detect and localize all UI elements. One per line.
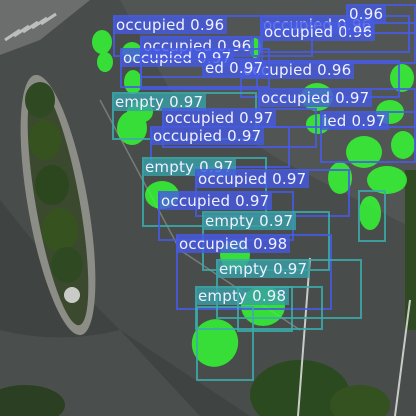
detection-label: occupied 0.97 xyxy=(195,171,310,188)
detection-label: empty 0.97 xyxy=(112,94,207,111)
detection-box xyxy=(196,306,254,381)
detection-label: empty 0.97 xyxy=(202,213,297,230)
detection-box xyxy=(358,190,386,242)
detection-box: occupied 0.96 xyxy=(261,22,416,64)
detection-box: occupied 0.96 xyxy=(240,60,400,98)
detection-box: occupied 0.97 xyxy=(162,108,317,148)
detection-label: occupied 0.97 xyxy=(158,193,273,210)
detection-box xyxy=(237,286,293,332)
detection-box: ed 0.97 xyxy=(140,58,267,90)
detection-box: ied 0.97 xyxy=(320,111,416,163)
detection-label: ied 0.97 xyxy=(320,113,389,130)
detection-label: occupied 0.96 xyxy=(240,62,355,79)
detection-label: ed 0.97 xyxy=(202,60,267,77)
detection-label: occupied 0.97 xyxy=(258,90,373,107)
detection-label: 0.96 xyxy=(346,6,387,23)
detection-label: empty 0.98 xyxy=(195,288,290,305)
detection-box: occupied 0.98 xyxy=(176,234,332,310)
detection-box: occupied 0.97 xyxy=(258,88,416,128)
detection-label: empty 0.97 xyxy=(216,261,311,278)
detection-box: 0.96 xyxy=(346,4,416,34)
detection-box: occupied 0.97 xyxy=(150,126,290,168)
detection-label: occupied 0.97 xyxy=(162,110,277,127)
detection-label: occupied 0.98 xyxy=(176,236,291,253)
detection-label: occupied 0.96 xyxy=(113,17,228,34)
detection-label: occupied 0.97 xyxy=(150,128,265,145)
